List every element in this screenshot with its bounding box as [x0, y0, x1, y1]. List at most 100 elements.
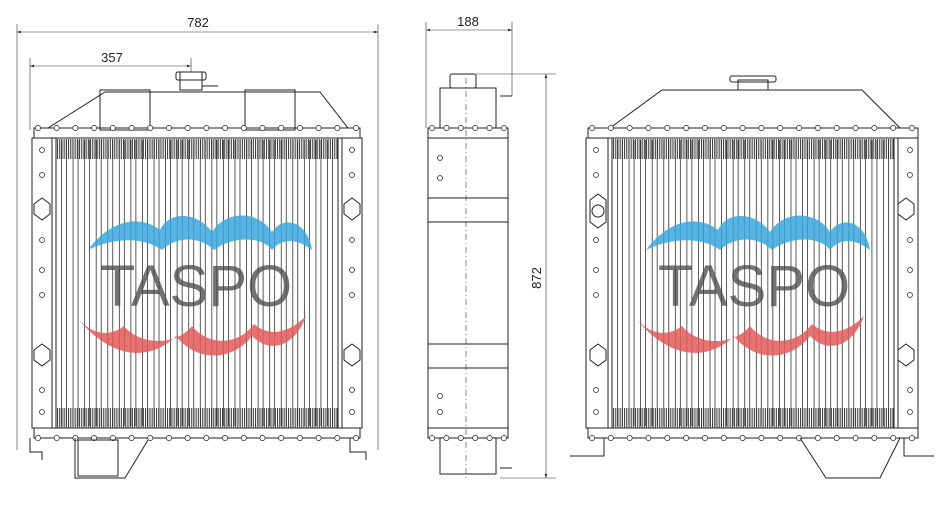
fin-mark: [127, 139, 129, 159]
fin-mark: [325, 139, 327, 159]
fin-mark: [263, 408, 265, 428]
mounting-hole: [437, 393, 443, 399]
bolt-head: [909, 435, 915, 441]
front-filler-neck: [179, 71, 203, 91]
fin-mark: [169, 139, 171, 159]
fin-mark: [182, 408, 184, 428]
watermark-text: TASPO: [658, 254, 850, 319]
fin-mark: [96, 139, 98, 159]
fin-mark: [329, 408, 331, 428]
fin-mark: [811, 408, 813, 428]
fin-mark: [268, 139, 270, 159]
fin-mark: [281, 408, 283, 428]
fin-mark: [228, 408, 230, 428]
fin-mark: [635, 139, 637, 159]
fin-mark: [259, 408, 261, 428]
fin-mark: [613, 139, 615, 159]
dimension-depth: 188: [425, 14, 513, 128]
fin-mark: [747, 139, 749, 159]
fin-mark: [310, 139, 312, 159]
fin-mark: [859, 408, 861, 428]
fin-mark: [824, 408, 826, 428]
fin-mark: [261, 139, 263, 159]
bolt-head: [909, 125, 915, 131]
fin-mark: [125, 139, 127, 159]
front-tube-array: [61, 140, 333, 426]
fin-mark: [630, 408, 632, 428]
fin-mark: [852, 408, 854, 428]
fin-mark: [731, 139, 733, 159]
fin-mark: [646, 408, 648, 428]
fin-mark: [791, 139, 793, 159]
fin-mark: [241, 139, 243, 159]
fin-mark: [90, 139, 92, 159]
fin-mark: [679, 139, 681, 159]
fin-mark: [698, 139, 700, 159]
fin-mark: [76, 139, 78, 159]
bolt-head: [871, 125, 878, 131]
fin-mark: [215, 408, 217, 428]
fin-mark: [738, 408, 740, 428]
fin-mark: [676, 139, 678, 159]
front-fin-band-top: [57, 139, 338, 159]
fin-mark: [817, 139, 819, 159]
bolt-head: [589, 125, 595, 131]
fin-mark: [68, 408, 70, 428]
mounting-hole: [39, 267, 45, 273]
fin-mark: [186, 408, 188, 428]
fin-mark: [274, 408, 276, 428]
fin-mark: [736, 139, 738, 159]
bolt-head: [852, 435, 859, 441]
bolt-head: [720, 125, 727, 131]
fin-mark: [173, 139, 175, 159]
fin-mark: [615, 139, 617, 159]
fin-mark: [747, 408, 749, 428]
fin-mark: [769, 408, 771, 428]
dimension-height-label: 872: [529, 267, 544, 289]
fin-mark: [617, 408, 619, 428]
fin-mark: [98, 139, 100, 159]
fin-mark: [217, 408, 219, 428]
fin-mark: [830, 139, 832, 159]
fin-mark: [890, 139, 892, 159]
fin-mark: [303, 139, 305, 159]
fin-mark: [771, 139, 773, 159]
fin-mark: [619, 139, 621, 159]
fin-mark: [323, 139, 325, 159]
fin-mark: [881, 408, 883, 428]
fin-mark: [109, 139, 111, 159]
fin-mark: [824, 139, 826, 159]
fin-mark: [698, 408, 700, 428]
fin-mark: [151, 408, 153, 428]
bolt-head: [353, 125, 359, 131]
bolt-head: [147, 125, 154, 131]
front-core-frame: [55, 137, 339, 429]
fin-mark: [734, 139, 736, 159]
fin-mark: [764, 139, 766, 159]
fin-mark: [149, 408, 151, 428]
fin-mark: [670, 139, 672, 159]
fin-mark: [687, 139, 689, 159]
fin-mark: [129, 139, 131, 159]
rear-top-tank: [587, 127, 919, 139]
fin-mark: [63, 408, 65, 428]
mounting-hole: [593, 147, 599, 153]
fin-mark: [637, 139, 639, 159]
bolt-head: [165, 435, 172, 441]
bolt-head: [890, 125, 897, 131]
fin-mark: [670, 408, 672, 428]
fin-mark: [861, 408, 863, 428]
fin-mark: [837, 408, 839, 428]
front-hex-boss-right-lower: [343, 343, 361, 367]
bolt-head: [833, 125, 840, 131]
fin-mark: [160, 139, 162, 159]
bolt-head: [486, 435, 493, 441]
mounting-hole: [593, 292, 599, 298]
fin-mark: [679, 408, 681, 428]
fin-mark: [151, 139, 153, 159]
bolt-head: [53, 435, 60, 441]
fin-mark: [156, 139, 158, 159]
bolt-head: [429, 125, 435, 131]
fin-mark: [874, 408, 876, 428]
fin-mark: [762, 139, 764, 159]
